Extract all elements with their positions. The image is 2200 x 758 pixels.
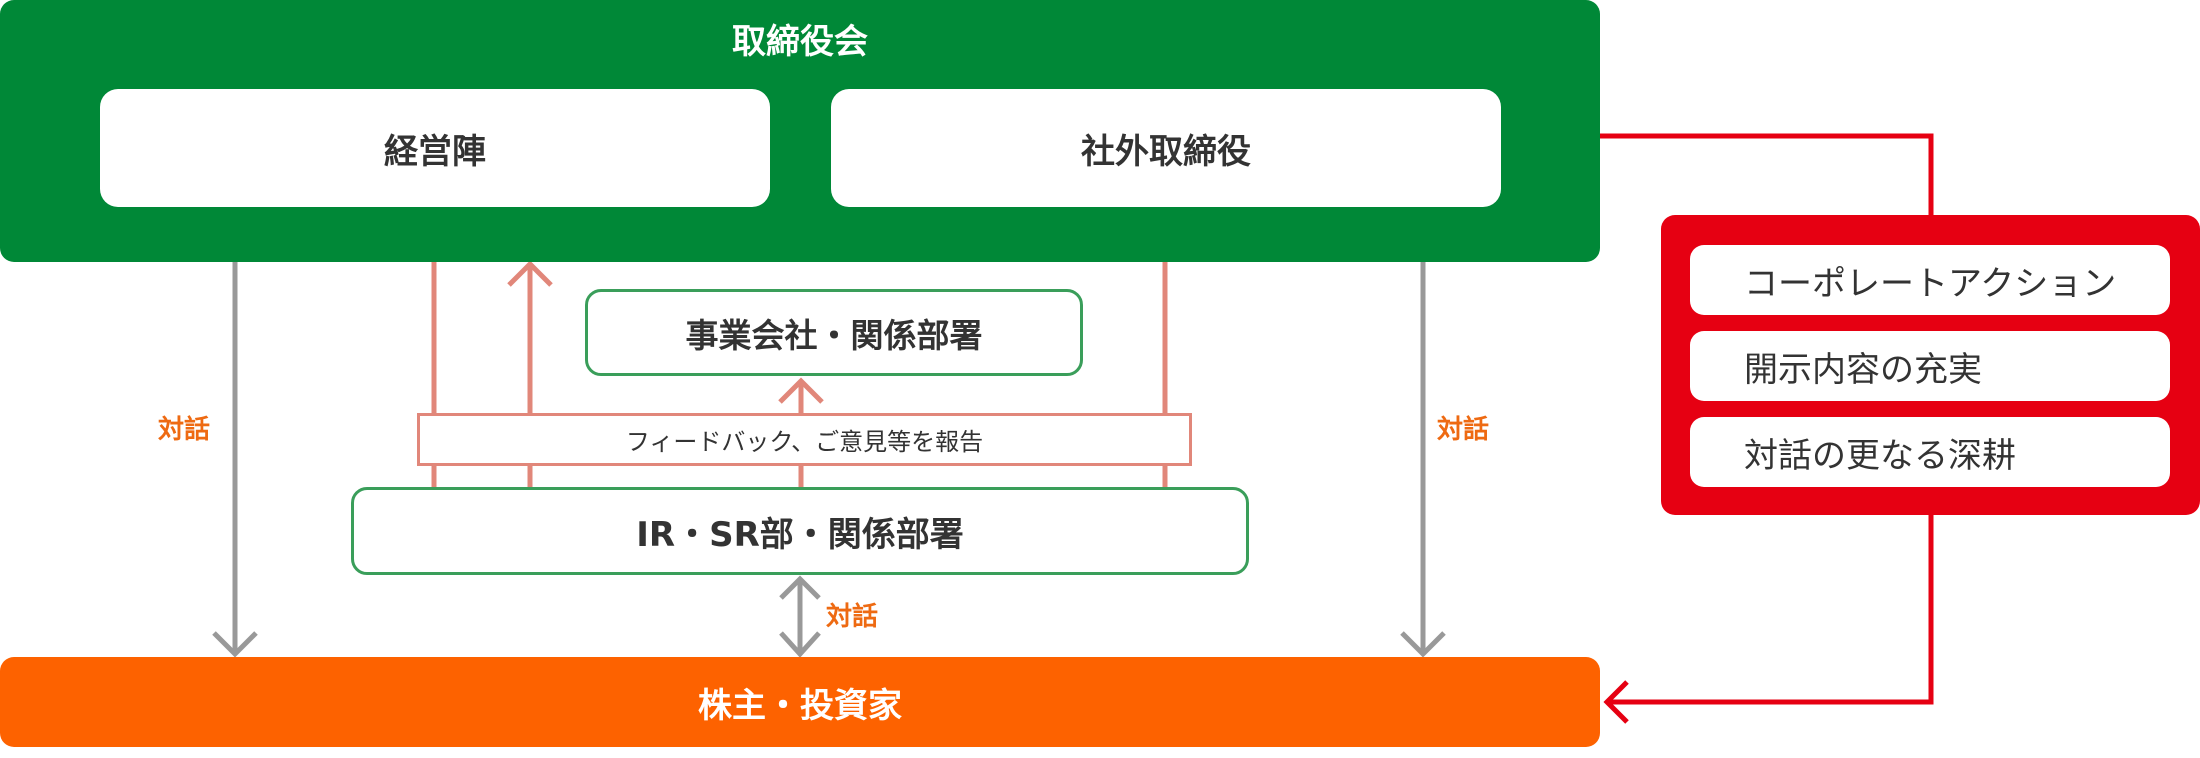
dialog-label-center: 対話 — [826, 602, 879, 632]
dialog-label-left: 対話 — [158, 415, 211, 445]
dialog-arrowhead-center-bottom — [779, 631, 821, 658]
dialog-arrowhead-left-bottom — [212, 631, 258, 658]
feedback-arrowhead-to-management-2 — [507, 260, 553, 287]
action-item-disclosure: 開示内容の充実 — [1690, 331, 2170, 401]
dialog-label-right: 対話 — [1437, 415, 1490, 445]
ir-sr-department-box: IR・SR部・関係部署 — [351, 487, 1249, 575]
action-connector-top — [1600, 133, 1934, 215]
action-item-dialog-deepening: 対話の更なる深耕 — [1690, 417, 2170, 487]
board-title: 取締役会 — [732, 22, 868, 62]
feedback-box: フィードバック、ご意見等を報告 — [417, 413, 1192, 466]
management-box: 経営陣 — [100, 89, 770, 207]
shareholders-investors-box: 株主・投資家 — [0, 657, 1600, 747]
dialog-arrowhead-center-top — [779, 575, 821, 600]
group-companies-box: 事業会社・関係部署 — [585, 289, 1083, 376]
action-connector-bottom — [1607, 515, 1934, 705]
action-item-corporate-action: コーポレートアクション — [1690, 245, 2170, 315]
dialog-arrowhead-right-bottom — [1400, 631, 1446, 658]
feedback-arrowhead-to-group-companies — [778, 377, 824, 404]
outside-directors-box: 社外取締役 — [831, 89, 1501, 207]
action-arrowhead-to-shareholders — [1603, 680, 1629, 724]
